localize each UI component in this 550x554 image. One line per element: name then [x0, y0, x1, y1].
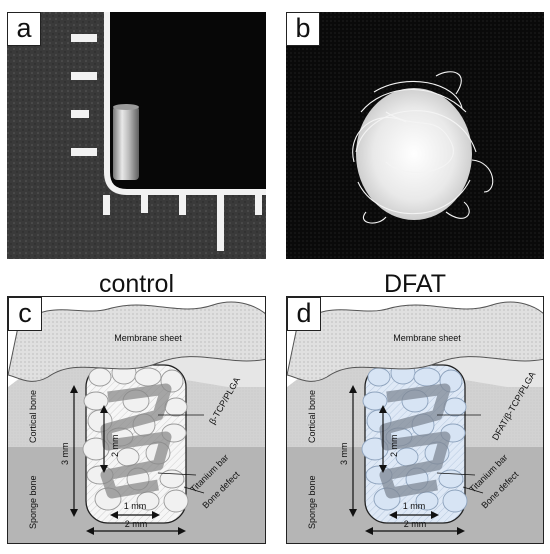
sponge-label: Sponge bone	[28, 475, 38, 529]
cortical-label: Cortical bone	[307, 390, 317, 443]
panel-d-diagram: Membrane sheet Cortical bone Sponge bone…	[286, 296, 544, 544]
panel-letter-c: c	[8, 297, 42, 331]
titanium-bar-slot	[379, 383, 451, 499]
dim-3mm-label: 3 mm	[339, 443, 349, 466]
dim-2mm-inner-label: 2 mm	[110, 435, 120, 458]
dim-3mm-label: 3 mm	[60, 443, 70, 466]
membrane-sheet	[8, 301, 265, 382]
membrane-sheet	[287, 301, 543, 382]
panel-letter-a: a	[7, 12, 41, 46]
titanium-bar-photo	[113, 106, 139, 180]
membrane-label: Membrane sheet	[114, 333, 182, 343]
cortical-label: Cortical bone	[28, 390, 38, 443]
scaffold-particle	[438, 469, 464, 489]
scaffold-particle	[395, 447, 419, 467]
panel-b-image	[286, 12, 544, 259]
scaffold-particle	[164, 397, 188, 417]
scaffold-particle	[367, 367, 391, 387]
panel-letter-d: d	[287, 297, 321, 331]
panel-letter-b: b	[286, 12, 320, 46]
fibrous-scaffold	[352, 71, 494, 224]
dim-1mm-label: 1 mm	[124, 501, 147, 511]
panel-b-photo: b	[286, 12, 544, 259]
panel-a-image	[7, 12, 266, 259]
panel-c-diagram: Membrane sheet Cortical bone Sponge bone…	[7, 296, 266, 544]
dim-2mm-inner-label: 2 mm	[389, 435, 399, 458]
scaffold-particle	[88, 367, 112, 387]
scaffold-particle	[163, 489, 189, 513]
membrane-label: Membrane sheet	[393, 333, 461, 343]
panel-c-title: control	[98, 270, 175, 298]
scaffold-particle	[116, 447, 140, 467]
scaffold-particle	[362, 391, 388, 411]
dim-1mm-label: 1 mm	[403, 501, 426, 511]
scaffold-particle	[83, 391, 109, 411]
scaffold-particle	[413, 367, 441, 387]
dim-2mm-width-label: 2 mm	[404, 519, 427, 529]
scaffold-particle	[443, 397, 467, 417]
diagram-c-svg: Membrane sheet Cortical bone Sponge bone…	[8, 301, 265, 543]
titanium-bar-slot	[100, 383, 172, 499]
sponge-label: Sponge bone	[307, 475, 317, 529]
diagram-d-svg: Membrane sheet Cortical bone Sponge bone…	[287, 301, 543, 543]
scaffold-particle	[442, 489, 468, 513]
scaffold-particle	[159, 469, 185, 489]
dim-2mm-width-label: 2 mm	[125, 519, 148, 529]
scaffold-particle	[134, 367, 162, 387]
panel-d-title: DFAT	[383, 270, 447, 298]
panel-a-photo: a	[7, 12, 266, 259]
